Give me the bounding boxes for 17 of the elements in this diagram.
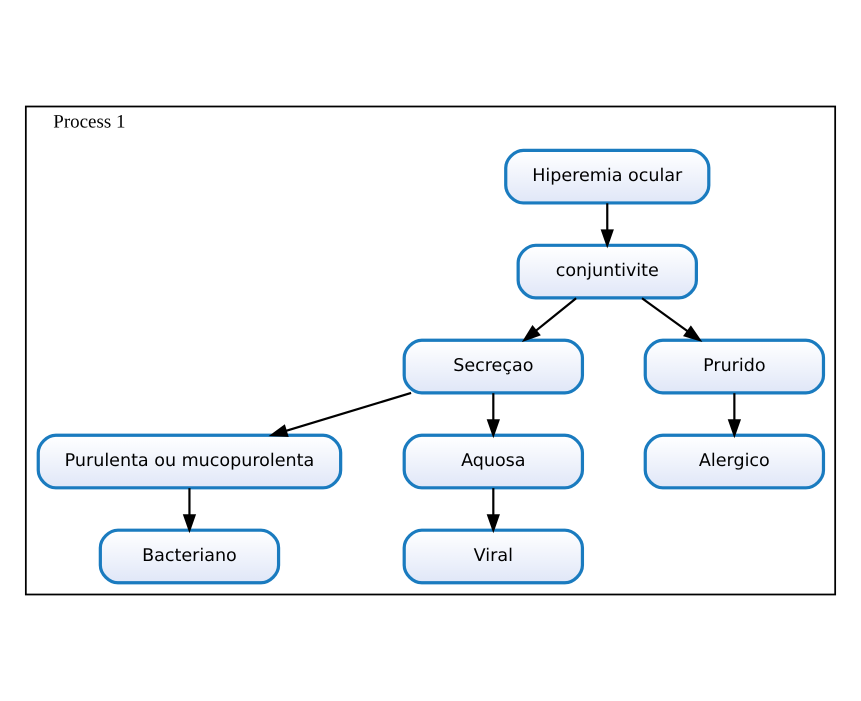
node-box: Prurido — [644, 338, 826, 394]
node-box: Bacteriano — [98, 528, 280, 584]
node-box: Aquosa — [402, 434, 584, 490]
node-box: Secreçao — [402, 338, 584, 394]
arrow — [486, 393, 500, 438]
node-box: conjuntivite — [516, 244, 698, 300]
arrow — [728, 393, 742, 438]
node-box: Purulenta ou mucopurolenta — [36, 434, 342, 490]
node-box: Alergico — [644, 434, 826, 490]
arrow — [486, 488, 500, 534]
arrow — [182, 488, 196, 534]
node-box: Viral — [402, 528, 584, 584]
arrow — [641, 297, 702, 342]
arrow — [522, 297, 577, 342]
node-box: Hiperemia ocular — [504, 148, 710, 205]
arrow — [600, 203, 614, 248]
arrow — [268, 392, 412, 437]
